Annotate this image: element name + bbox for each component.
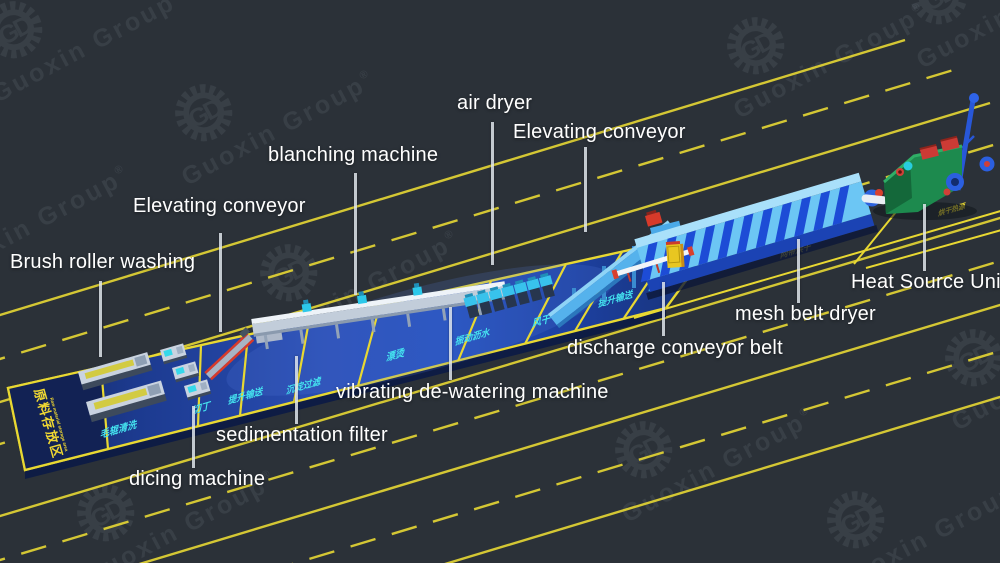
heat-source-unit-machine: [873, 93, 995, 220]
label-sedimentation-filter: sedimentation filter: [216, 424, 388, 446]
discharge-conveyor-machine: [611, 241, 695, 282]
blanching-processing-line: [251, 281, 508, 350]
leader-line-heat-source-unit: [923, 204, 926, 271]
elevating-conveyor-1-machine: [204, 327, 255, 381]
label-air-dryer: air dryer: [457, 92, 533, 114]
label-dicing-machine: dicing machine: [129, 468, 266, 490]
mesh-belt-dryer-machine: [634, 172, 888, 300]
leader-line-dicing-machine: [192, 406, 195, 468]
label-discharge-conveyor-belt: discharge conveyor belt: [567, 337, 783, 359]
leader-line-discharge-conveyor: [662, 282, 665, 336]
leader-line-brush-roller-washing: [99, 281, 102, 357]
leader-line-elevating-conveyor-1: [219, 233, 222, 332]
leader-line-elevating-conveyor-2: [584, 147, 587, 232]
leader-line-sedimentation-filter: [295, 356, 298, 424]
leader-line-air-dryer: [491, 122, 494, 265]
label-brush-roller-washing: Brush roller washing: [10, 251, 196, 273]
label-elevating-conveyor-2: Elevating conveyor: [513, 121, 686, 143]
zone-text-air-drying: 风干: [532, 312, 552, 330]
brush-roller-washing-machine: [78, 352, 167, 423]
leader-line-blanching-machine: [354, 173, 357, 295]
air-dryer-machine: [463, 272, 555, 319]
zone-text-dicing: 切丁: [192, 399, 212, 417]
leader-line-vibrating-de-watering: [449, 307, 452, 380]
label-blanching-machine: blanching machine: [268, 144, 439, 166]
dicing-machine-units: [160, 343, 212, 401]
road-markings: [0, 38, 1000, 563]
dryer-zone-markings: [633, 210, 1000, 319]
label-vibrating-de-watering-machine: vibrating de-watering machine: [336, 381, 609, 403]
label-mesh-belt-dryer: mesh belt dryer: [735, 303, 876, 325]
control-cabinet: [665, 241, 685, 268]
label-elevating-conveyor-1: Elevating conveyor: [133, 195, 306, 217]
label-heat-source-unit: Heat Source Unit: [851, 271, 1000, 293]
leader-line-mesh-belt-dryer: [797, 239, 800, 303]
